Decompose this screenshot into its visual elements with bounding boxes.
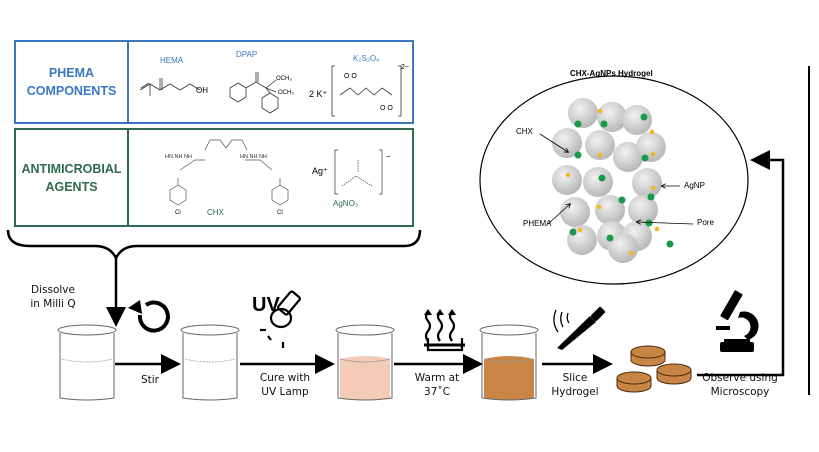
oh-group: OH	[196, 86, 208, 95]
hema-label: HEMA	[160, 56, 184, 65]
agnp-particle	[565, 172, 571, 178]
uv-text: UV	[252, 294, 280, 316]
chx-particle	[569, 228, 577, 236]
pore-callout: Pore	[697, 218, 714, 227]
chx-particle	[641, 154, 649, 162]
knife-icon	[553, 307, 605, 350]
k2s2o8-label: K₂S₂O₈	[353, 54, 380, 63]
phema-sphere	[552, 165, 582, 195]
dpap-label: DPAP	[236, 50, 258, 59]
phema-components-row	[14, 40, 414, 124]
chx-particle	[640, 113, 648, 121]
persulfate-structure	[331, 65, 402, 117]
chx-particle	[606, 234, 614, 242]
beaker-4	[479, 324, 539, 401]
chx-particle	[618, 196, 626, 204]
agnp-callout: AgNP	[684, 181, 705, 190]
nitrate-structure	[334, 149, 383, 195]
persulfate-atoms-2: O O	[380, 105, 393, 112]
hydrogel-disc	[616, 371, 652, 393]
pore-pointer	[637, 222, 694, 224]
beaker-1	[57, 324, 117, 401]
chx-particle	[645, 219, 653, 227]
agnp-particle	[577, 227, 583, 233]
persulfate-atoms: O O	[344, 73, 357, 80]
stir-label: Stir	[140, 374, 160, 386]
hydrogel-disc	[656, 363, 692, 385]
phema-sphere	[595, 195, 625, 225]
agnp-particle	[654, 226, 660, 232]
phema-sphere	[636, 132, 666, 162]
beaker-3	[335, 324, 395, 401]
phema-sphere	[560, 197, 590, 227]
agnp-particle	[628, 250, 634, 256]
agnp-particle	[649, 129, 655, 135]
agnp-particle	[597, 152, 603, 158]
phema-sphere	[568, 98, 598, 128]
charge-2minus: 2−	[401, 64, 409, 71]
agnp-particle	[597, 108, 603, 114]
ag-prefix: Ag⁺	[312, 166, 328, 176]
chx-callout: CHX	[516, 127, 533, 136]
och3-2: OCH₃	[278, 90, 294, 96]
phema-sphere	[552, 128, 582, 158]
phema-sphere	[613, 142, 643, 172]
chx-pointer	[539, 133, 568, 152]
hydrogel-discs	[616, 345, 692, 393]
heat-arrowheads	[424, 309, 456, 315]
chx-amines-left: HN NH NH	[165, 154, 192, 160]
cl-left: Cl	[175, 210, 181, 216]
row2-divider	[127, 128, 129, 227]
agnp-particle	[650, 151, 656, 157]
hema-structure	[139, 78, 201, 96]
dpap-structure	[229, 72, 279, 114]
beaker-2	[180, 324, 240, 401]
row1-divider	[127, 40, 129, 124]
chx-particle	[574, 120, 582, 128]
chx-particle	[598, 174, 606, 182]
phema-sphere	[608, 233, 638, 263]
agnp-particle	[650, 185, 656, 191]
phema-sphere	[583, 167, 613, 197]
microscope-icon	[716, 290, 759, 352]
hydrogel-circle	[479, 75, 749, 285]
charge-minus: −	[386, 152, 391, 161]
chx-particle	[600, 120, 608, 128]
phema-sphere	[622, 105, 652, 135]
hydrogel-title: CHX-AgNPs Hydrogel	[570, 69, 653, 78]
heat-icon	[424, 312, 465, 352]
return-arrow	[697, 150, 785, 377]
och3-1: OCH₃	[276, 76, 292, 82]
hydrogel-disc	[630, 345, 666, 367]
grouping-brace	[6, 229, 422, 261]
cl-right: Cl	[277, 210, 283, 216]
phema-pointer	[547, 204, 570, 225]
uv-flashlight-icon	[260, 290, 301, 348]
phema-callout: PHEMA	[523, 219, 552, 228]
agno3-label: AgNO₃	[333, 199, 359, 208]
chx-particle	[666, 240, 674, 248]
phema-sphere	[628, 195, 658, 225]
k-prefix: 2 K⁺	[309, 89, 328, 99]
chx-particle	[574, 151, 582, 159]
agnp-particle	[596, 204, 602, 210]
phema-sphere	[585, 130, 615, 160]
phema-sphere	[632, 168, 662, 198]
chx-particle	[647, 193, 655, 201]
stir-rotate-icon	[128, 300, 170, 333]
chx-label: CHX	[207, 208, 224, 217]
antimicrobial-agents-row	[14, 128, 414, 227]
hydrogel-spheres	[552, 98, 674, 263]
chx-structure	[169, 139, 289, 206]
chx-amines-right: HN NH NH	[240, 154, 267, 160]
